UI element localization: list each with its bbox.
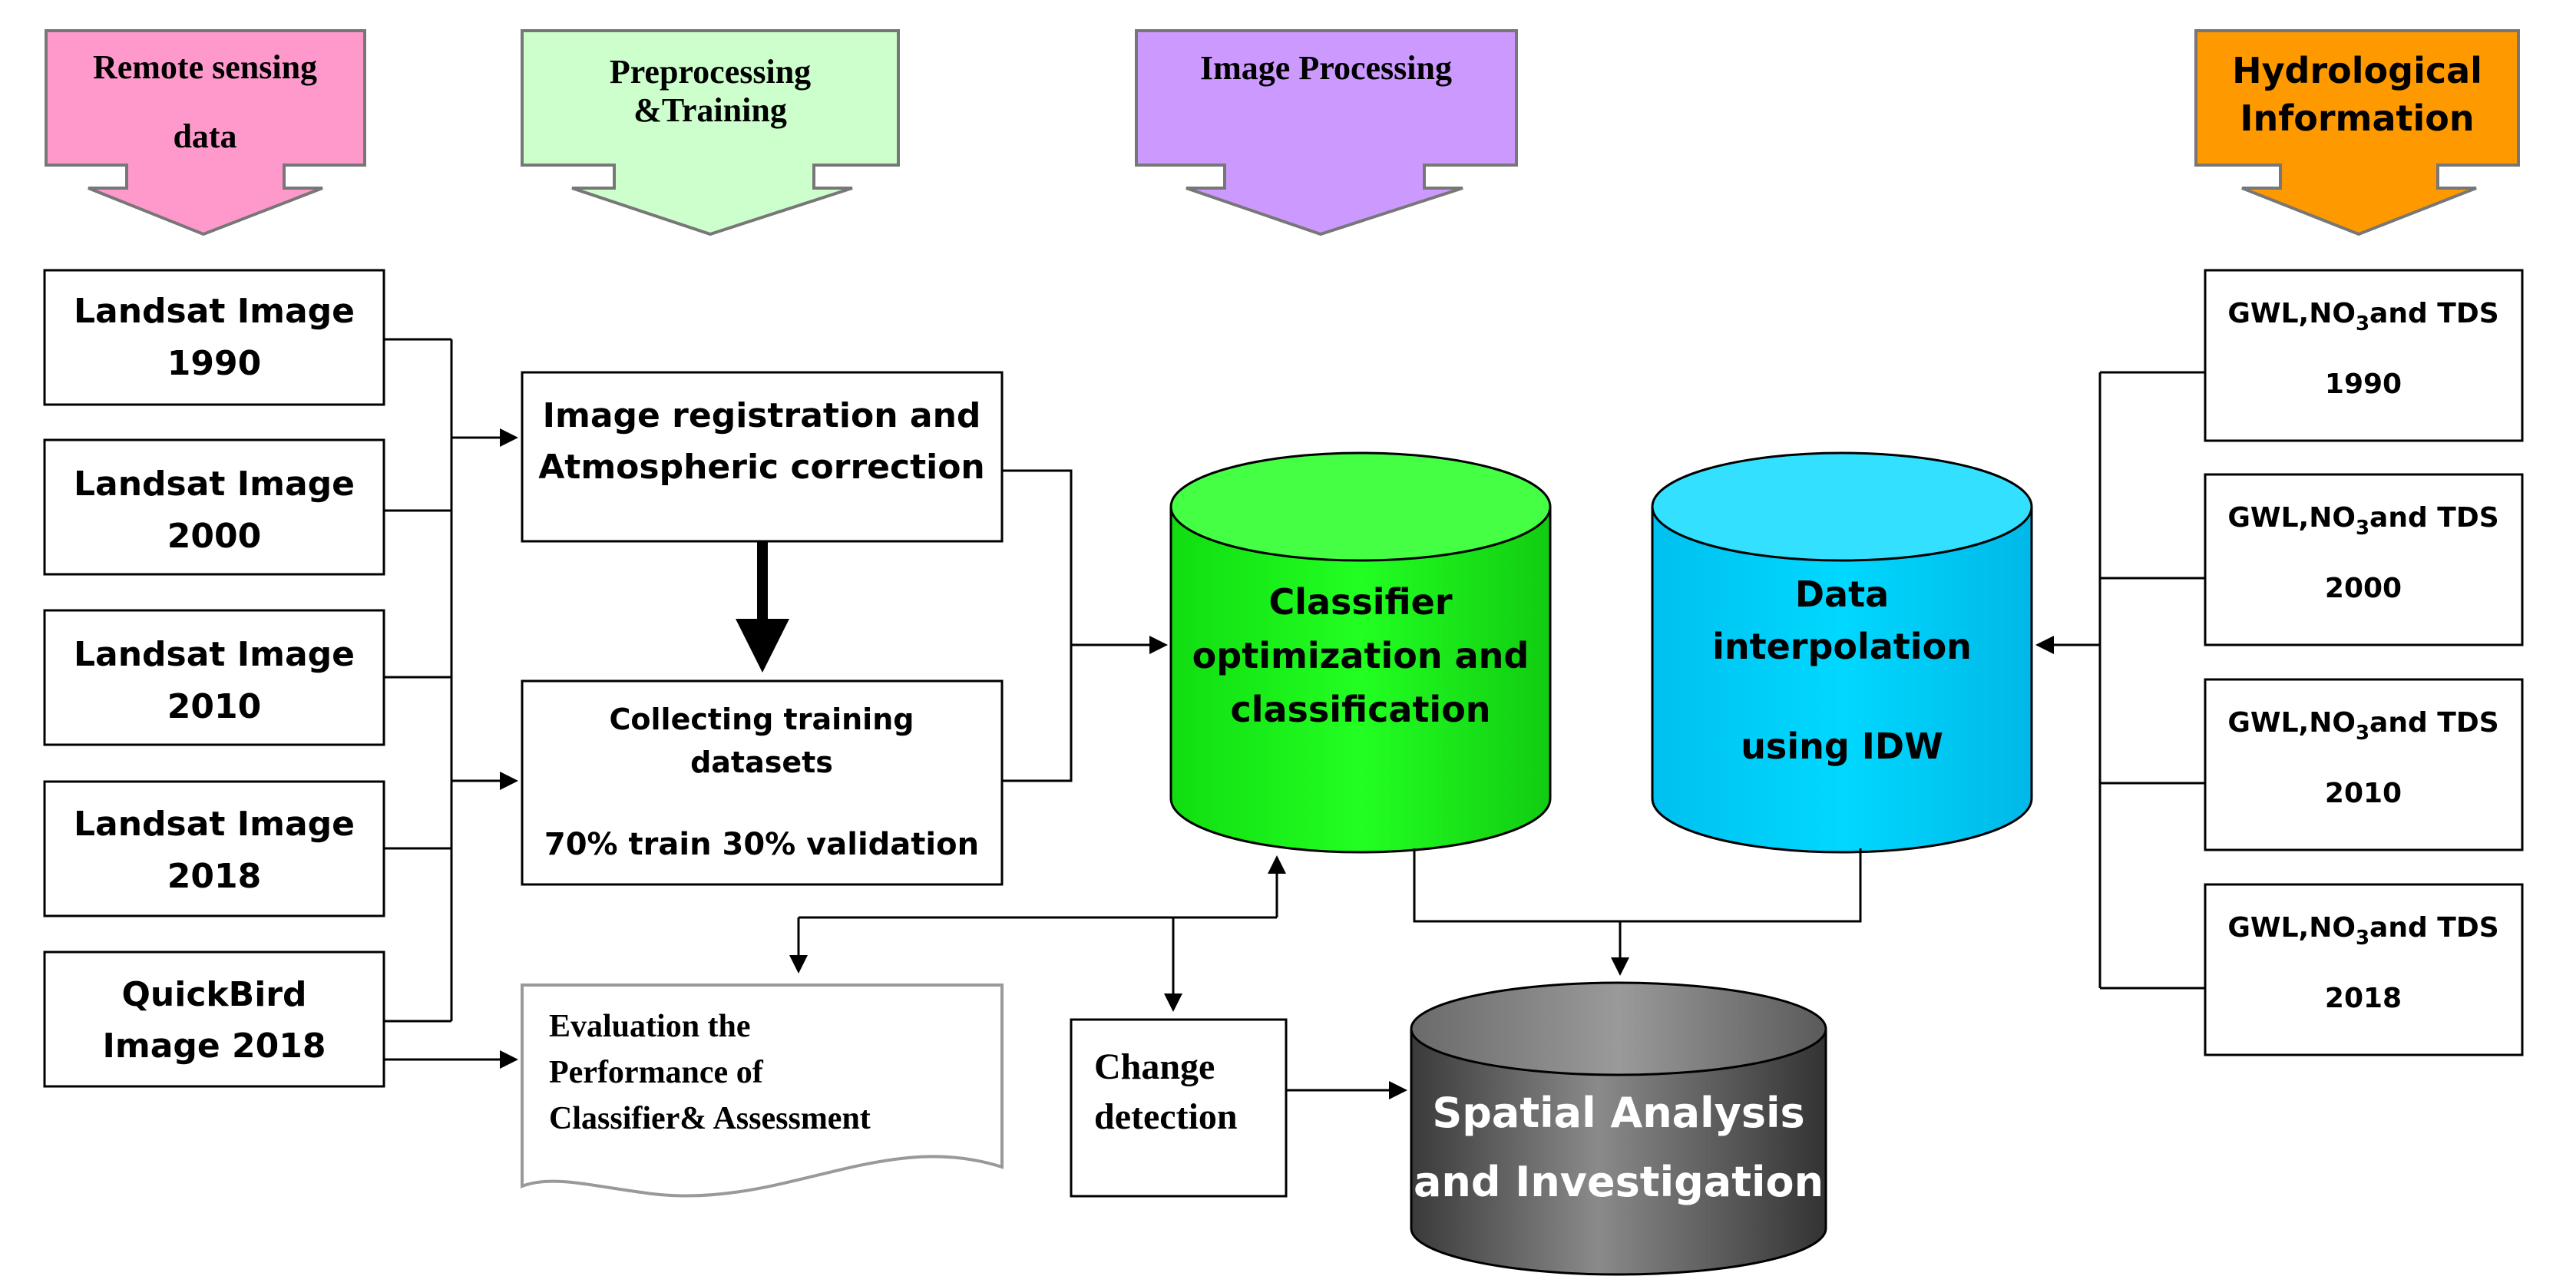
change-detection-rect <box>1070 1018 1288 1198</box>
hydro-item-2000-box <box>2204 473 2524 646</box>
hydro-item-2010-year: 2010 <box>2325 778 2402 809</box>
spatial-line1: Spatial Analysis <box>1432 1089 1804 1137</box>
interpolation-cylinder-top <box>1651 451 2033 562</box>
hydro-item-2000: GWL,NO3and TDS 2000 <box>2204 473 2524 646</box>
input-landsat-2000-line2: 2000 <box>167 517 261 556</box>
header-hydrological-line1: Hydrological <box>2232 50 2482 91</box>
hydro-item-1990-box <box>2204 269 2524 442</box>
header-hydrological: Hydrological Information <box>2194 29 2520 236</box>
training-rect <box>521 679 1004 886</box>
change-line2: detection <box>1094 1096 1238 1137</box>
classifier-cylinder-body <box>1169 507 1552 854</box>
input-landsat-2000-box <box>43 438 385 576</box>
hydro-item-2010-label: GWL,NO3and TDS <box>2227 707 2498 745</box>
spatial-line2: and Investigation <box>1414 1158 1824 1206</box>
training-line2: datasets <box>690 745 833 779</box>
header-remote-sensing-line1: Remote sensing <box>93 48 317 86</box>
input-bracket <box>384 338 453 1023</box>
spatial-cylinder-top <box>1410 981 1827 1076</box>
hydro-item-2010-box <box>2204 678 2524 851</box>
input-landsat-2018-line1: Landsat Image <box>74 805 355 844</box>
input-landsat-2010-line2: 2010 <box>167 687 261 726</box>
input-quickbird-line1: QuickBird <box>122 975 307 1014</box>
header-remote-sensing-shape <box>45 29 366 236</box>
registration-rect <box>521 371 1004 543</box>
input-landsat-2010-line1: Landsat Image <box>74 635 355 674</box>
hydro-item-2018: GWL,NO3and TDS 2018 <box>2204 883 2524 1056</box>
training-box: Collecting training datasets 70% train 3… <box>521 679 1004 886</box>
hydro-item-2000-year: 2000 <box>2325 573 2402 604</box>
change-detection-box: Change detection <box>1070 1018 1288 1198</box>
input-quickbird-2018-box <box>43 950 385 1088</box>
header-image-processing: Image Processing <box>1135 29 1518 236</box>
hydro-item-1990-year: 1990 <box>2325 369 2402 400</box>
interpolation-cylinder-body <box>1651 507 2033 854</box>
input-landsat-1990: Landsat Image 1990 <box>43 269 385 406</box>
input-landsat-1990-line1: Landsat Image <box>74 292 355 331</box>
header-image-processing-line1: Image Processing <box>1200 49 1452 87</box>
change-line1: Change <box>1094 1046 1215 1087</box>
classifier-cylinder-top <box>1169 451 1552 562</box>
training-line3: 70% train 30% validation <box>544 827 979 862</box>
header-preprocessing-line1: Preprocessing <box>610 53 811 91</box>
interpolation-line1: Data <box>1795 574 1889 615</box>
hydro-item-2018-label: GWL,NO3and TDS <box>2227 912 2498 950</box>
hydro-item-1990-label: GWL,NO3and TDS <box>2227 298 2498 336</box>
input-landsat-1990-box <box>43 269 385 406</box>
header-preprocessing-line2: &Training <box>633 91 787 129</box>
connector-preproc <box>1002 469 1073 782</box>
input-landsat-2018: Landsat Image 2018 <box>43 780 385 917</box>
interpolation-line2: interpolation <box>1712 626 1972 667</box>
classifier-line1: Classifier <box>1268 581 1452 623</box>
hydro-item-2000-label: GWL,NO3and TDS <box>2227 502 2498 540</box>
input-landsat-1990-line2: 1990 <box>167 344 261 383</box>
header-remote-sensing-line2: data <box>173 117 236 155</box>
hydro-bracket <box>2098 371 2205 990</box>
evaluation-document-shape <box>521 984 1004 1198</box>
header-hydrological-shape <box>2194 29 2520 236</box>
hydro-item-2010: GWL,NO3and TDS 2010 <box>2204 678 2524 851</box>
training-line1: Collecting training <box>610 703 914 736</box>
header-preprocessing-shape <box>521 29 900 236</box>
evaluation-document: Evaluation the Performance of Classifier… <box>521 984 1004 1198</box>
evaluation-line2: Performance of <box>549 1055 764 1090</box>
input-quickbird-line2: Image 2018 <box>102 1026 326 1066</box>
spatial-cylinder-body <box>1410 1029 1827 1276</box>
evaluation-line1: Evaluation the <box>549 1009 751 1044</box>
spatial-cylinder: Spatial Analysis and Investigation <box>1410 981 1827 1276</box>
classifier-line3: classification <box>1230 689 1490 730</box>
hydro-item-1990: GWL,NO3and TDS 1990 <box>2204 269 2524 442</box>
header-preprocessing: Preprocessing &Training <box>521 29 900 236</box>
classifier-cylinder: Classifier optimization and classificati… <box>1169 451 1552 854</box>
registration-line1: Image registration and <box>543 396 981 435</box>
hydro-item-2018-year: 2018 <box>2325 983 2402 1014</box>
input-landsat-2018-line2: 2018 <box>167 857 261 896</box>
header-image-processing-shape <box>1135 29 1518 236</box>
evaluation-line3: Classifier& Assessment <box>549 1101 871 1136</box>
header-hydrological-line2: Information <box>2240 98 2474 139</box>
header-remote-sensing: Remote sensing data <box>45 29 366 236</box>
input-landsat-2010: Landsat Image 2010 <box>43 609 385 746</box>
registration-box: Image registration and Atmospheric corre… <box>521 371 1004 543</box>
registration-line2: Atmospheric correction <box>538 448 985 487</box>
input-quickbird-2018: QuickBird Image 2018 <box>43 950 385 1088</box>
interpolation-cylinder: Data interpolation using IDW <box>1651 451 2033 854</box>
interpolation-line3: using IDW <box>1741 726 1943 767</box>
input-landsat-2000: Landsat Image 2000 <box>43 438 385 576</box>
hydro-item-2018-box <box>2204 883 2524 1056</box>
input-landsat-2000-line1: Landsat Image <box>74 464 355 504</box>
classifier-line2: optimization and <box>1192 635 1529 676</box>
connector-cylinders <box>1413 848 1862 923</box>
